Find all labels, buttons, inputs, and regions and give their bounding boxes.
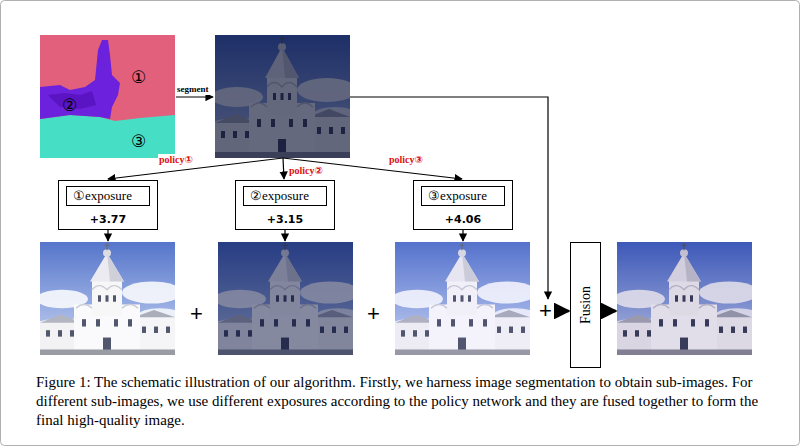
- plus-sign: +: [190, 303, 203, 325]
- exposure-box: +3.15 ②exposure: [235, 180, 335, 230]
- region-number: ②: [62, 96, 77, 116]
- exposed-image: [212, 242, 360, 355]
- exposed-image: [218, 242, 353, 355]
- flow-arrow: [350, 97, 548, 299]
- exposure-box: +4.06 ③exposure: [413, 180, 513, 230]
- exposed-image: [34, 242, 182, 355]
- policy-label: policy③: [388, 154, 424, 166]
- figure-caption: Figure 1: The schematic illustration of …: [36, 373, 768, 430]
- segmentation-map: [40, 115, 175, 158]
- exposure-value: +4.06: [445, 213, 481, 226]
- segmentation-map: [40, 40, 120, 119]
- flow-arrow: [601, 310, 616, 312]
- flow-arrow: [107, 230, 108, 241]
- exposure-box: +3.77 ①exposure: [58, 180, 158, 230]
- input-image: [215, 35, 350, 158]
- fusion-label: Fusion: [578, 286, 594, 324]
- flow-arrow: [283, 158, 284, 179]
- fused-image: [611, 242, 759, 355]
- fusion-box: Fusion: [570, 242, 601, 368]
- exposure-image: [34, 35, 759, 355]
- exposed-image: [389, 242, 537, 355]
- exposure-name: ②exposure: [250, 188, 320, 204]
- exposure-value: +3.77: [90, 213, 126, 226]
- exposed-image: [40, 242, 175, 355]
- segmentation-map: [40, 35, 175, 158]
- exposed-image: [212, 242, 360, 355]
- exposure-name: ①exposure: [73, 188, 143, 204]
- exposure-name: ③exposure: [428, 188, 498, 204]
- exposure-label-box: ①exposure: [66, 186, 150, 206]
- flow-arrow: [283, 158, 462, 179]
- exposed-image: [34, 242, 182, 355]
- exposure-value: +3.15: [267, 213, 303, 226]
- flow-arrow: [284, 230, 285, 241]
- exposure-label-box: ③exposure: [421, 186, 505, 206]
- plus-sign: +: [539, 300, 552, 322]
- plus-sign: +: [367, 303, 380, 325]
- flow-arrow: [554, 310, 569, 312]
- region-number: ③: [131, 132, 146, 152]
- flow-arrow: [462, 230, 463, 241]
- exposed-image: [389, 242, 537, 355]
- flow-arrow: [176, 96, 213, 97]
- step-label: segment: [176, 84, 210, 95]
- policy-label: policy①: [158, 154, 194, 166]
- input-image: [209, 35, 357, 158]
- policy-label: policy②: [288, 165, 324, 177]
- flow-arrow: [108, 97, 616, 311]
- segmentation-map: [40, 35, 175, 158]
- flow-arrow: [108, 158, 283, 179]
- region-number: ①: [131, 68, 146, 88]
- input-image: [209, 35, 357, 158]
- fused-image: [617, 242, 752, 355]
- exposed-image: [395, 242, 530, 355]
- exposure-label-box: ②exposure: [243, 186, 327, 206]
- fused-image: [611, 242, 759, 355]
